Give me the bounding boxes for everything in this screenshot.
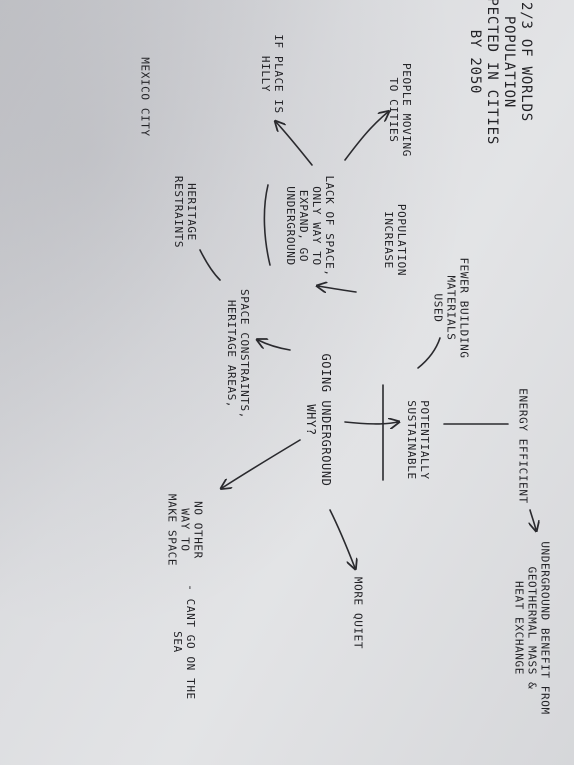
node-space-constraints: SPACE CONSTRAINTS, HERITAGE AREAS, (225, 288, 251, 420)
node-no-other-way: NO OTHER WAY TO MAKE SPACE (165, 493, 205, 567)
link-lack-to-people (344, 112, 388, 161)
link-center-to-sustainable (344, 422, 398, 424)
link-heritage (199, 249, 221, 281)
link-center-to-lack (318, 286, 357, 292)
node-energy-efficient: ENERGY EFFICIENT (516, 388, 530, 504)
node-population-stat: 2/3 OF WORLDS POPULATION EXPECTED IN CIT… (467, 0, 534, 146)
link-center-to-space (258, 340, 291, 351)
node-potentially-sustainable: POTENTIALLY SUSTAINABLE (405, 400, 431, 480)
node-cant-go-on-sea: - CANT GO ON THE SEA (171, 584, 197, 700)
node-more-quiet: MORE QUIET (351, 576, 365, 650)
node-people-moving: PEOPLE MOVING TO CITIES (387, 63, 413, 157)
node-mexico-city: MEXICO CITY (138, 57, 152, 137)
node-going-underground-center: GOING UNDERGROUND WHY? (304, 353, 333, 487)
node-if-hilly: IF PLACE IS HILLY (259, 34, 285, 114)
link-lack-to-hilly (276, 122, 313, 166)
node-fewer-materials: FEWER BUILDING MATERIALS USED (431, 257, 471, 359)
link-center-to-quiet (329, 509, 355, 568)
underline-underground (263, 184, 271, 266)
link-energy-to-geothermal (530, 509, 536, 530)
node-heritage-restraints: HERITAGE RESTRAINTS (172, 175, 198, 249)
link-center-to-fewer (417, 337, 441, 369)
node-lack-of-space: LACK OF SPACE, ONLY WAY TO EXPAND, GO UN… (284, 175, 336, 277)
node-population-increase: POPULATION INCREASE (382, 203, 408, 277)
node-geothermal-benefit: UNDERGROUND BENEFIT FROM GEOTHERMAL MASS… (512, 541, 552, 715)
link-center-to-no-other-way (222, 439, 301, 488)
